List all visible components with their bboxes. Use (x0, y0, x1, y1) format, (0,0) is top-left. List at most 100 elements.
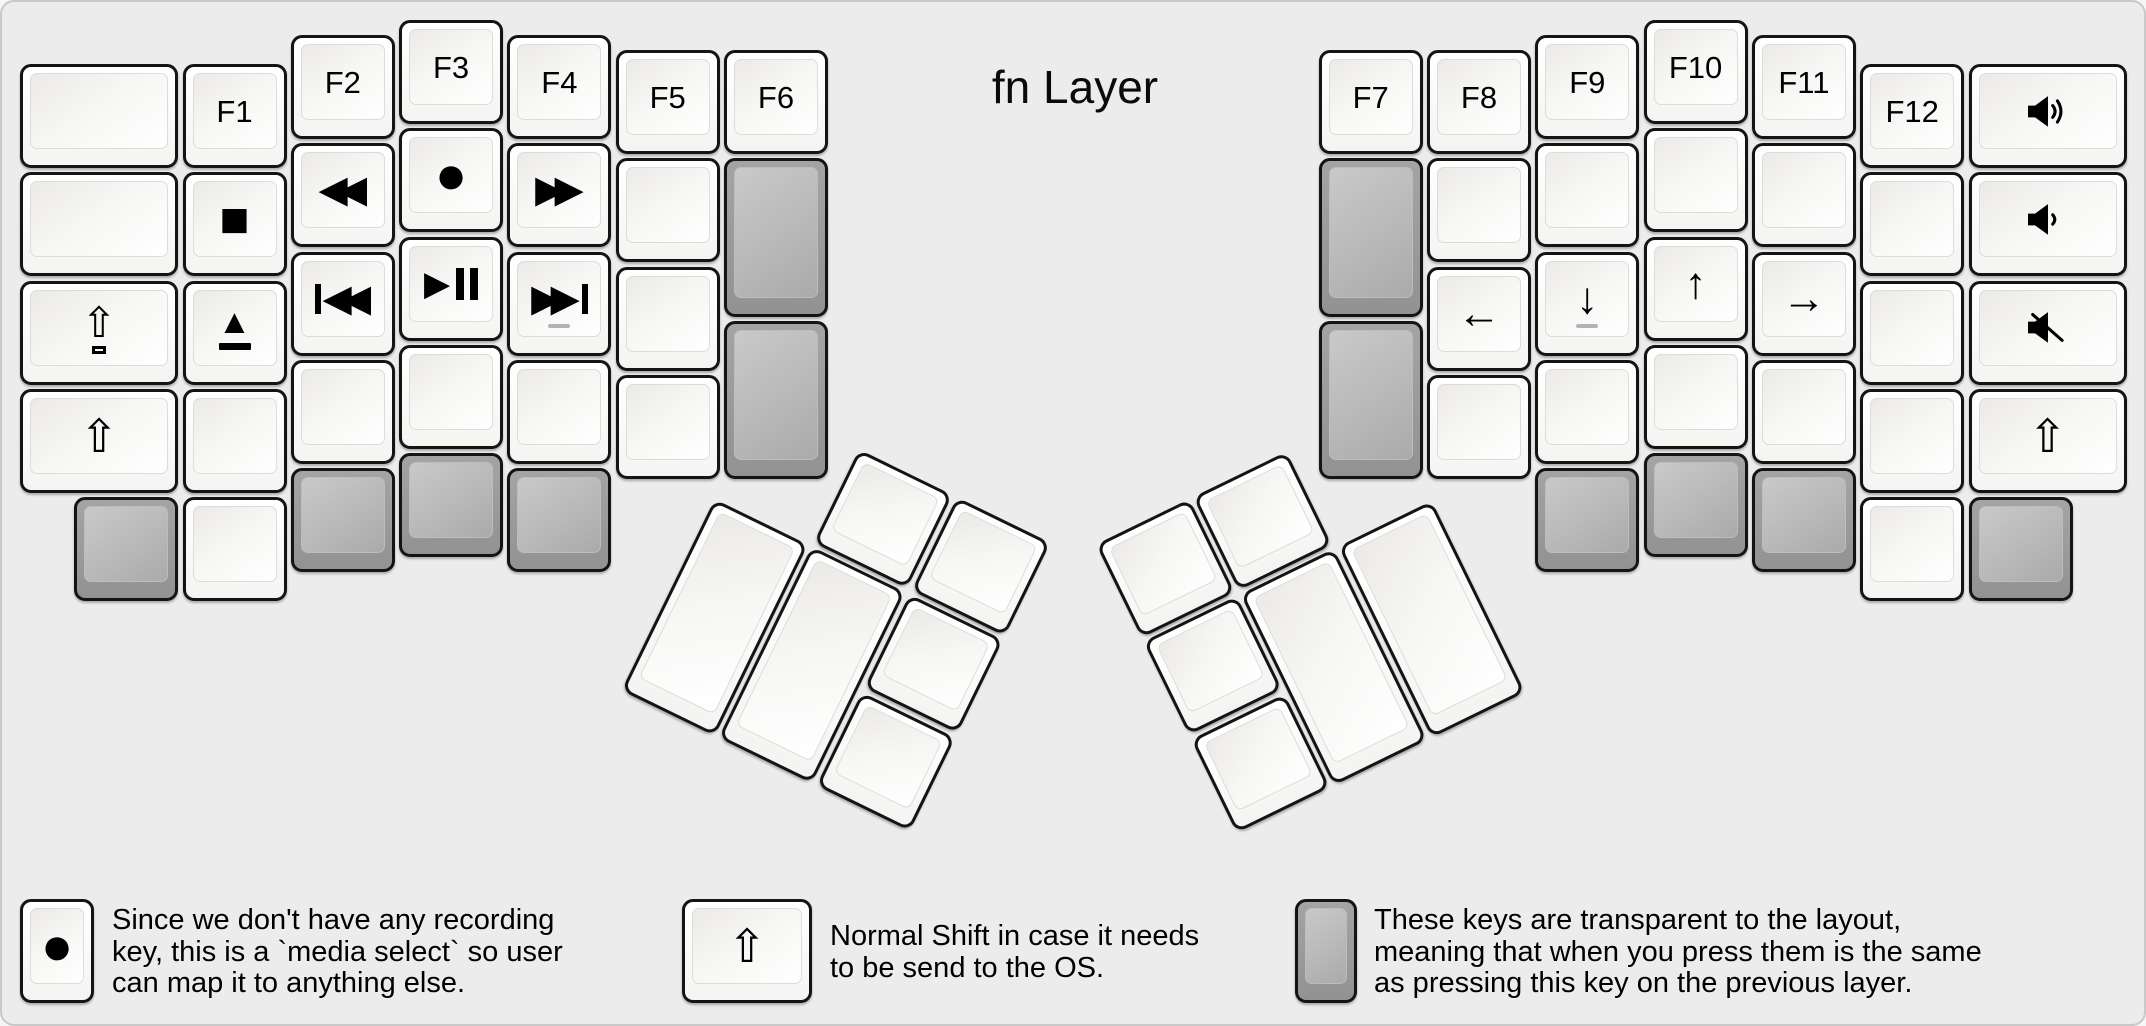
key-transparent[interactable] (724, 320, 828, 480)
key-blank[interactable] (615, 266, 720, 371)
key-blank[interactable] (615, 374, 720, 479)
key-f9[interactable]: F9 (1535, 35, 1640, 139)
key-f6[interactable]: F6 (724, 50, 828, 154)
key-transparent[interactable] (74, 497, 179, 602)
key-fast-forward[interactable]: ▶▶ (507, 143, 612, 248)
keycap-surface: F10 (1653, 29, 1738, 105)
key-record[interactable]: ● (399, 128, 504, 233)
keycap-surface: → (1761, 260, 1846, 337)
key-rewind[interactable]: ◀◀ (290, 143, 395, 248)
key-f11[interactable]: F11 (1751, 35, 1856, 139)
next-track-icon: ▶▶ (531, 280, 588, 318)
legend-line: as pressing this key on the previous lay… (1374, 967, 1913, 999)
key-shift[interactable]: ⇧ (20, 388, 178, 493)
key-f4[interactable]: F4 (507, 35, 612, 139)
key-transparent[interactable] (399, 453, 504, 558)
key-arrow-right[interactable]: → (1751, 251, 1856, 356)
keycap-surface: F6 (734, 59, 818, 135)
key-label: F12 (1885, 93, 1939, 129)
shift-bar-icon: ⇧ (81, 301, 117, 354)
key-blank[interactable] (182, 388, 287, 493)
keycap-surface: F12 (1870, 73, 1955, 149)
key-blank[interactable] (290, 359, 395, 464)
key-transparent[interactable] (1751, 468, 1856, 573)
keycap-surface: F8 (1437, 59, 1521, 135)
key-mute[interactable] (1968, 280, 2127, 385)
key-blank[interactable] (1860, 497, 1965, 602)
key-shift[interactable]: ⇧ (1968, 388, 2127, 493)
key-transparent[interactable] (1643, 453, 1748, 558)
key-f5[interactable]: F5 (615, 50, 720, 154)
key-volume-up[interactable] (1968, 64, 2127, 168)
key-blank[interactable] (1860, 388, 1965, 493)
key-transparent[interactable] (724, 158, 828, 317)
key-label: F9 (1569, 64, 1606, 100)
legend-line: can map it to anything else. (112, 967, 466, 999)
key-blank[interactable] (182, 497, 287, 602)
key-blank[interactable] (1860, 280, 1965, 385)
key-transparent[interactable] (1318, 158, 1423, 317)
page-title: fn Layer (991, 61, 1159, 113)
key-blank[interactable] (20, 172, 178, 277)
key-transparent[interactable] (1318, 320, 1423, 480)
keycap-surface (517, 368, 602, 445)
arrow-right-icon: → (1781, 273, 1826, 323)
key-transparent[interactable] (507, 468, 612, 573)
legend-text-shift: Normal Shift in case it needs to be send… (830, 920, 1199, 984)
keycap-surface (734, 167, 818, 298)
key-label: F6 (757, 79, 795, 115)
key-next-track[interactable]: ▶▶ (507, 251, 612, 356)
shift-icon: ⇧ (727, 920, 767, 972)
key-f10[interactable]: F10 (1643, 20, 1748, 124)
key-f12[interactable]: F12 (1860, 64, 1965, 168)
key-label: F1 (216, 93, 253, 129)
keycap-surface (1206, 463, 1315, 570)
prev-track-icon: ◀◀ (314, 280, 372, 318)
keycap-surface: F2 (300, 44, 385, 120)
key-transparent[interactable] (1535, 468, 1640, 573)
key-blank[interactable] (1535, 359, 1640, 464)
key-arrow-down[interactable]: ↓ (1535, 251, 1640, 356)
key-blank[interactable] (1535, 143, 1640, 248)
key-f7[interactable]: F7 (1318, 50, 1423, 154)
keycap-surface: ▶▶ (517, 260, 602, 337)
keycap-surface: ← (1437, 275, 1521, 352)
homing-dash (548, 323, 571, 328)
key-blank[interactable] (1643, 128, 1748, 233)
key-blank[interactable] (1427, 158, 1531, 263)
key-blank[interactable] (1751, 359, 1856, 464)
rewind-icon: ◀◀ (318, 169, 367, 212)
key-blank[interactable] (1643, 344, 1748, 449)
key-blank[interactable] (1860, 172, 1965, 277)
key-blank[interactable] (1751, 143, 1856, 248)
keycap-surface (1653, 462, 1738, 539)
key-transparent[interactable] (1968, 497, 2073, 602)
key-f8[interactable]: F8 (1427, 50, 1531, 154)
key-shift-lock[interactable]: ⇧ (20, 280, 178, 385)
key-blank[interactable] (20, 64, 178, 168)
legend-line: meaning that when you press them is the … (1374, 935, 1982, 968)
key-f2[interactable]: F2 (290, 35, 395, 139)
key-transparent[interactable] (290, 468, 395, 573)
key-arrow-up[interactable]: ↑ (1643, 236, 1748, 341)
keycap-surface (192, 397, 277, 474)
keycap-surface: ↑ (1653, 245, 1738, 322)
key-volume-down[interactable] (1968, 172, 2127, 277)
key-f3[interactable]: F3 (399, 20, 504, 124)
key-arrow-left[interactable]: ← (1427, 266, 1531, 371)
keycap-surface (409, 353, 494, 430)
key-stop[interactable]: ■ (182, 172, 287, 277)
key-previous-track[interactable]: ◀◀ (290, 251, 395, 356)
keycap-surface: F4 (517, 44, 602, 120)
key-play-pause[interactable]: ▶ (399, 236, 504, 341)
key-blank[interactable] (1427, 374, 1531, 479)
key-blank[interactable] (615, 158, 720, 263)
key-eject[interactable]: ▲ (182, 280, 287, 385)
key-f1[interactable]: F1 (182, 64, 287, 168)
key-blank[interactable] (399, 344, 504, 449)
key-blank[interactable] (507, 359, 612, 464)
keycap-surface (833, 704, 943, 810)
legend-text-record: Since we don't have any recording key, t… (112, 904, 563, 1000)
keycap-surface (880, 606, 990, 712)
